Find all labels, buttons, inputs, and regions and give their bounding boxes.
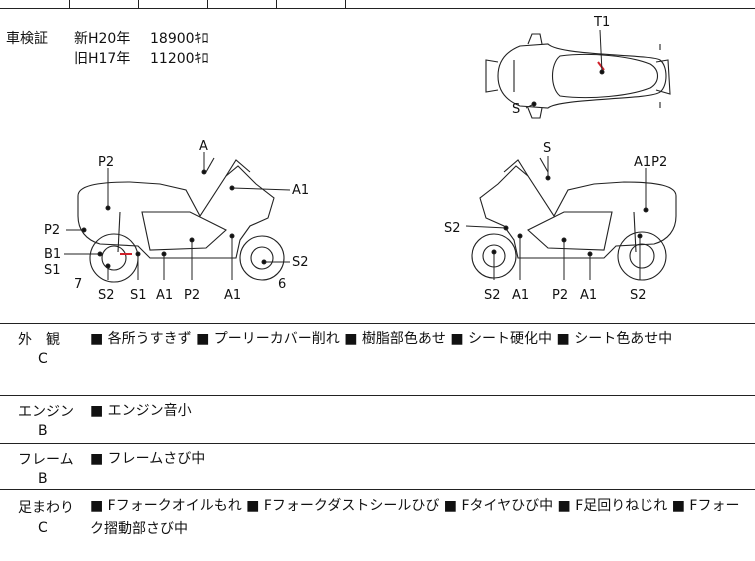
certificate-label: 車検証 (6, 31, 48, 47)
inspection-row-suspension: 足まわり C ■ Fフォークオイルもれ ■ Fフォークダストシールひび ■ Fタ… (0, 489, 755, 561)
label-a1-right: A1 (292, 183, 309, 198)
inspection-notes: ■ Fフォークオイルもれ ■ Fフォークダストシールひび ■ Fタイヤひび中 ■… (90, 498, 740, 537)
row-divider (0, 443, 755, 444)
label-bottom-right: S2 (630, 288, 647, 303)
inspection-category: 足まわり (18, 500, 74, 516)
label-b1: B1 (44, 247, 61, 262)
label-bottom-left: S1 (130, 288, 147, 303)
certificate-old-value: 11200ｷﾛ (150, 51, 209, 67)
inspection-grade: C (38, 351, 48, 367)
label-bottom-right: S2 (484, 288, 501, 303)
label-bottom-left: P2 (184, 288, 200, 303)
inspection-row-engine: エンジン B ■ エンジン音小 (0, 395, 755, 443)
inspection-category: エンジン (18, 404, 74, 420)
label-6: 6 (278, 277, 286, 292)
label-bottom-right: A1 (512, 288, 529, 303)
inspection-grade: B (38, 423, 48, 439)
inspection-category: フレーム (18, 452, 74, 468)
inspection-row-frame: フレーム B ■ フレームさび中 (0, 443, 755, 489)
inspection-category: 外 観 (18, 332, 60, 348)
scooter-top-view (485, 33, 671, 119)
header-divider (138, 0, 139, 8)
header-divider (207, 0, 208, 8)
label-s-top: S (512, 102, 520, 117)
certificate-old-era: 旧H17年 (74, 51, 131, 67)
label-7: 7 (74, 277, 82, 292)
row-divider (0, 489, 755, 490)
inspection-notes: ■ エンジン音小 (90, 403, 192, 419)
header-divider (69, 0, 70, 8)
label-p2-top: P2 (98, 155, 114, 170)
label-t1: T1 (593, 15, 610, 30)
damage-diagram: T1 S A P2 A1 P2 B1 S1 7 S2 6 S2 S1 A1 P2… (44, 15, 677, 303)
inspection-grade: C (38, 520, 48, 536)
label-s1: S1 (44, 263, 61, 278)
inspection-notes: ■ フレームさび中 (90, 451, 206, 467)
label-s2-right: S2 (292, 255, 309, 270)
certificate-old-line: 旧H17年 11200ｷﾛ (74, 48, 209, 68)
header-rule (0, 8, 755, 9)
header-divider (345, 0, 346, 8)
certificate-new-line: 新H20年 18900ｷﾛ (74, 28, 209, 48)
row-divider (0, 323, 755, 324)
label-s-right: S (543, 141, 551, 156)
label-s2-left: S2 (444, 221, 461, 236)
inspection-grade: B (38, 471, 48, 487)
label-a1p2: A1P2 (634, 155, 667, 170)
inspection-row-exterior: 外 観 C ■ 各所うすきず ■ プーリーカバー削れ ■ 樹脂部色あせ ■ シー… (0, 323, 755, 395)
label-bottom-right: P2 (552, 288, 568, 303)
damage-mark (597, 61, 605, 71)
label-p2-left: P2 (44, 223, 60, 238)
scooter-left-view (77, 157, 285, 283)
label-bottom-left: A1 (224, 288, 241, 303)
label-bottom-left: A1 (156, 288, 173, 303)
row-divider (0, 395, 755, 396)
label-a: A (199, 139, 208, 154)
label-bottom-right: A1 (580, 288, 597, 303)
header-divider (276, 0, 277, 8)
scooter-right-view (471, 157, 677, 281)
label-bottom-left: S2 (98, 288, 115, 303)
inspection-notes: ■ 各所うすきず ■ プーリーカバー削れ ■ 樹脂部色あせ ■ シート硬化中 ■… (90, 331, 673, 347)
certificate-new-value: 18900ｷﾛ (150, 31, 209, 47)
certificate-new-era: 新H20年 (74, 31, 131, 47)
